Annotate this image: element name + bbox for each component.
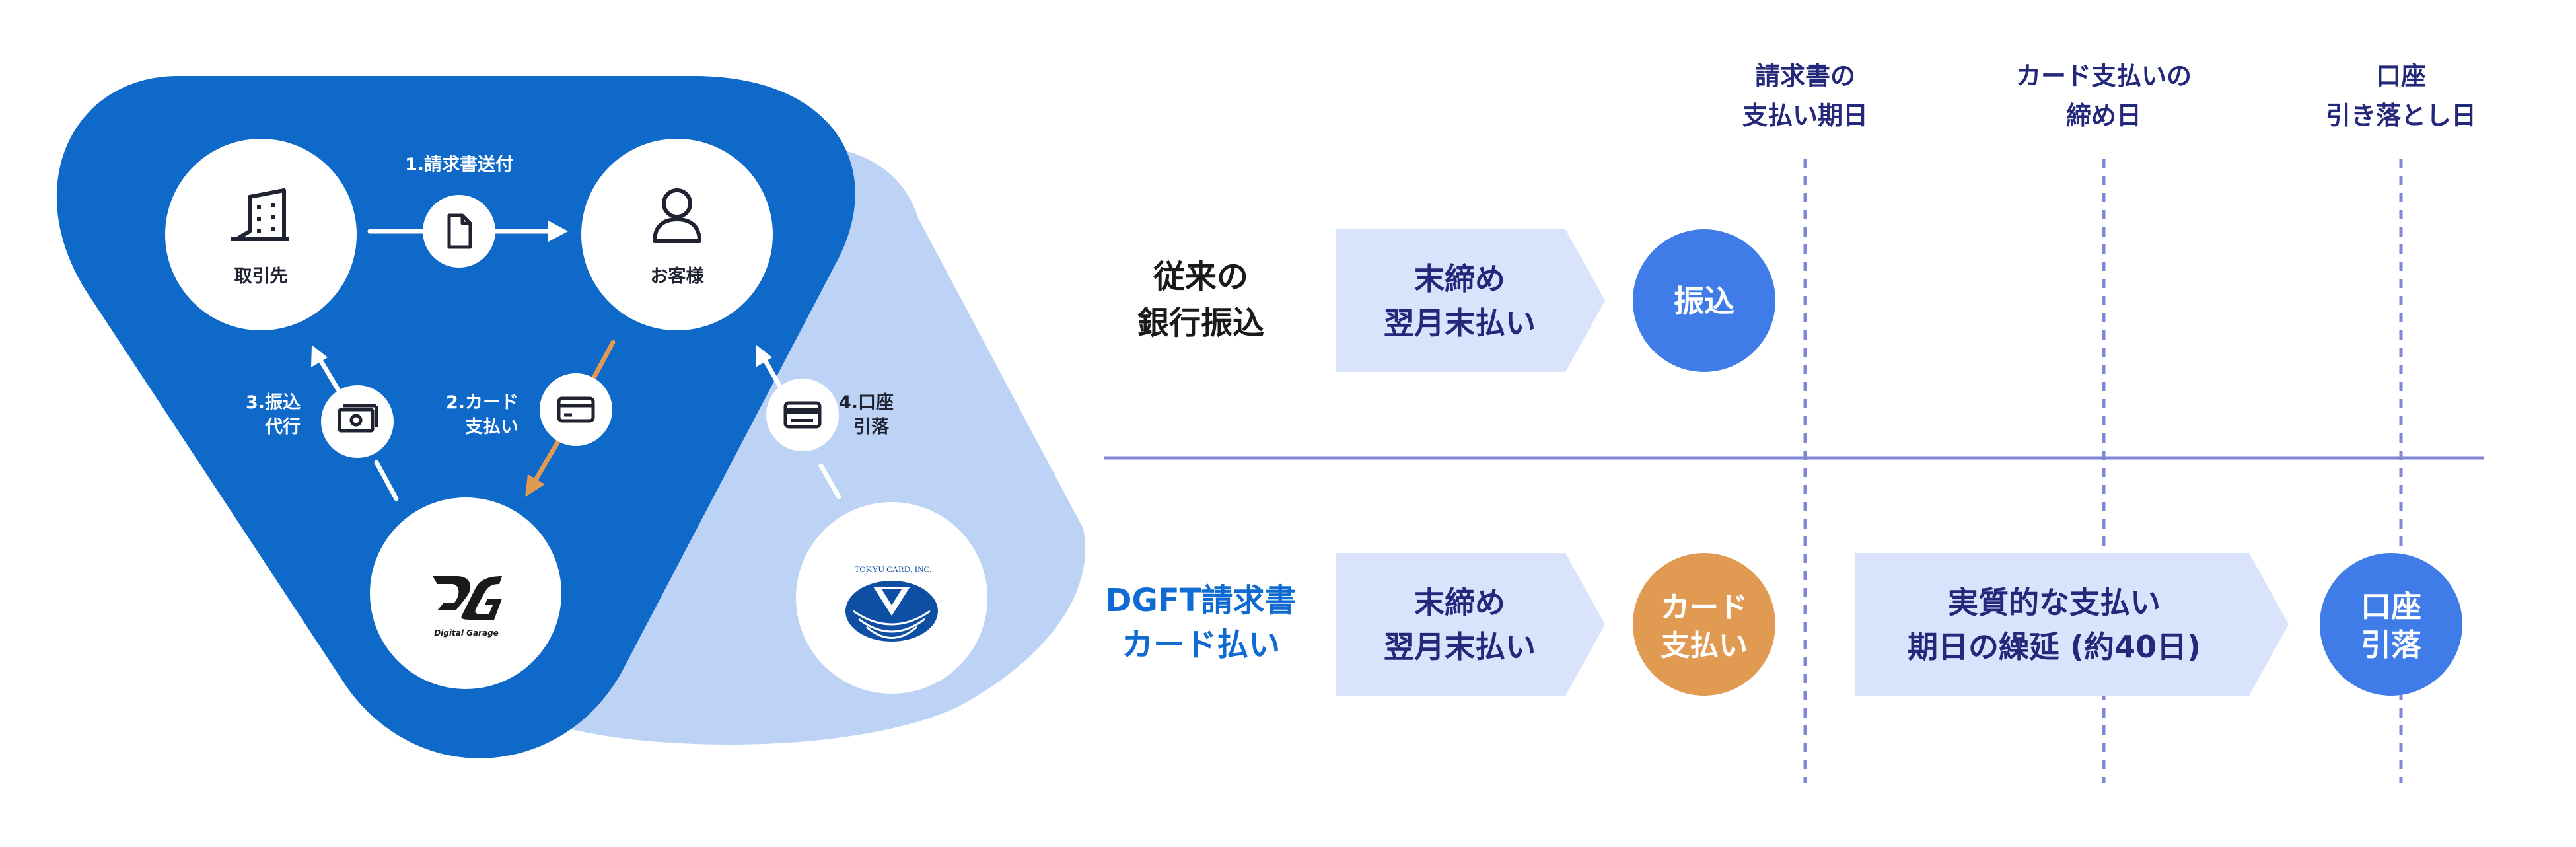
step-2-label-line-2: 支払い xyxy=(465,417,519,437)
timeline-comparison: 請求書の 支払い期日 カード支払いの 締め日 口座 引き落とし日 従来の 銀行振… xyxy=(1104,61,2484,783)
step-1-badge xyxy=(423,195,495,268)
row-1-transfer-circle xyxy=(1633,229,1775,372)
step-3-label-line-1: 3.振込 xyxy=(246,392,301,413)
step-1: 1.請求書送付 xyxy=(405,154,513,268)
column-header-3-line-1: 口座 xyxy=(2376,61,2426,91)
step-4-label-line-1: 4.口座 xyxy=(839,392,894,413)
node-partner-label: 取引先 xyxy=(234,266,288,287)
row-bank-transfer: 従来の 銀行振込 末締め 翌月末払い 振込 xyxy=(1137,229,1775,372)
row-1-circle-label: 振込 xyxy=(1674,283,1735,319)
building-icon xyxy=(231,188,289,241)
cash-icon xyxy=(338,404,378,433)
row-2-extension-line-1: 実質的な支払い xyxy=(1948,585,2161,620)
step-3-label-line-2: 代行 xyxy=(264,416,301,437)
step-4-badge xyxy=(766,379,839,451)
row-1-arrow-line-2: 翌月末払い xyxy=(1384,305,1536,341)
tokyu-logo-text: TOKYU CARD, INC. xyxy=(855,564,932,574)
row-2-title-line-1: DGFT請求書 xyxy=(1106,582,1297,619)
person-icon xyxy=(653,188,701,243)
column-header-1-line-1: 請求書の xyxy=(1755,61,1855,91)
node-digital-garage: Digital Garage xyxy=(370,497,561,689)
row-2-debit-line-1: 口座 xyxy=(2361,589,2421,624)
column-header-1: 請求書の 支払い期日 xyxy=(1742,61,1868,130)
column-header-3-line-2: 引き落とし日 xyxy=(2326,101,2476,130)
row-2-extension-arrow xyxy=(1855,553,2289,696)
row-1-arrow-line-1: 末締め xyxy=(1414,261,1505,297)
row-2-title-line-2: カード払い xyxy=(1122,626,1280,663)
tokyu-card-logo-icon xyxy=(845,581,938,642)
document-icon xyxy=(447,213,472,249)
column-header-3: 口座 引き落とし日 xyxy=(2326,61,2476,130)
bank-card-icon xyxy=(783,401,822,429)
column-header-2-line-2: 締め日 xyxy=(2066,101,2141,130)
row-1-closing-arrow xyxy=(1336,229,1605,372)
row-dgft-card: DGFT請求書 カード払い 末締め 翌月末払い カード 支払い 実質的な支払い … xyxy=(1106,553,2462,696)
step-3-badge xyxy=(321,385,394,458)
step-2-badge xyxy=(540,373,612,446)
row-2-card-payment-circle xyxy=(1633,553,1775,696)
row-2-arrow-line-2: 翌月末払い xyxy=(1384,629,1536,665)
row-1-title-line-2: 銀行振込 xyxy=(1137,305,1264,342)
step-2-label-line-1: 2.カード xyxy=(446,392,519,413)
node-customer-label: お客様 xyxy=(651,266,705,287)
row-2-extension-line-2: 期日の繰延 (約40日) xyxy=(1908,629,2201,665)
card-icon xyxy=(557,396,595,423)
row-2-arrow-line-1: 末締め xyxy=(1414,585,1505,620)
step-1-label: 1.請求書送付 xyxy=(405,154,513,175)
step-4-label-line-2: 引落 xyxy=(853,417,890,437)
node-tokyu-card: TOKYU CARD, INC. xyxy=(796,502,987,694)
step-3: 3.振込 代行 xyxy=(246,385,394,458)
row-2-circle-line-1: カード xyxy=(1661,591,1748,624)
column-header-2-line-1: カード支払いの xyxy=(2016,61,2192,91)
column-header-2: カード支払いの 締め日 xyxy=(2016,61,2192,130)
row-1-title-line-1: 従来の xyxy=(1153,258,1248,295)
node-customer: お客様 xyxy=(581,139,773,330)
row-2-closing-arrow xyxy=(1336,553,1605,696)
flow-arrows xyxy=(311,221,841,501)
dg-logo-text: Digital Garage xyxy=(434,628,499,638)
column-header-1-line-2: 支払い期日 xyxy=(1742,101,1868,130)
dg-logo-icon xyxy=(433,576,502,620)
step-4: 4.口座 引落 xyxy=(766,379,894,451)
row-2-debit-circle xyxy=(2320,553,2462,696)
payment-flow-diagram: 取引先 お客様 Digital Garage xyxy=(56,76,1086,758)
row-2-circle-line-2: 支払い xyxy=(1661,629,1748,663)
node-partner: 取引先 xyxy=(165,139,357,330)
row-2-debit-line-2: 引落 xyxy=(2361,627,2422,663)
step-2: 2.カード 支払い xyxy=(446,373,612,446)
